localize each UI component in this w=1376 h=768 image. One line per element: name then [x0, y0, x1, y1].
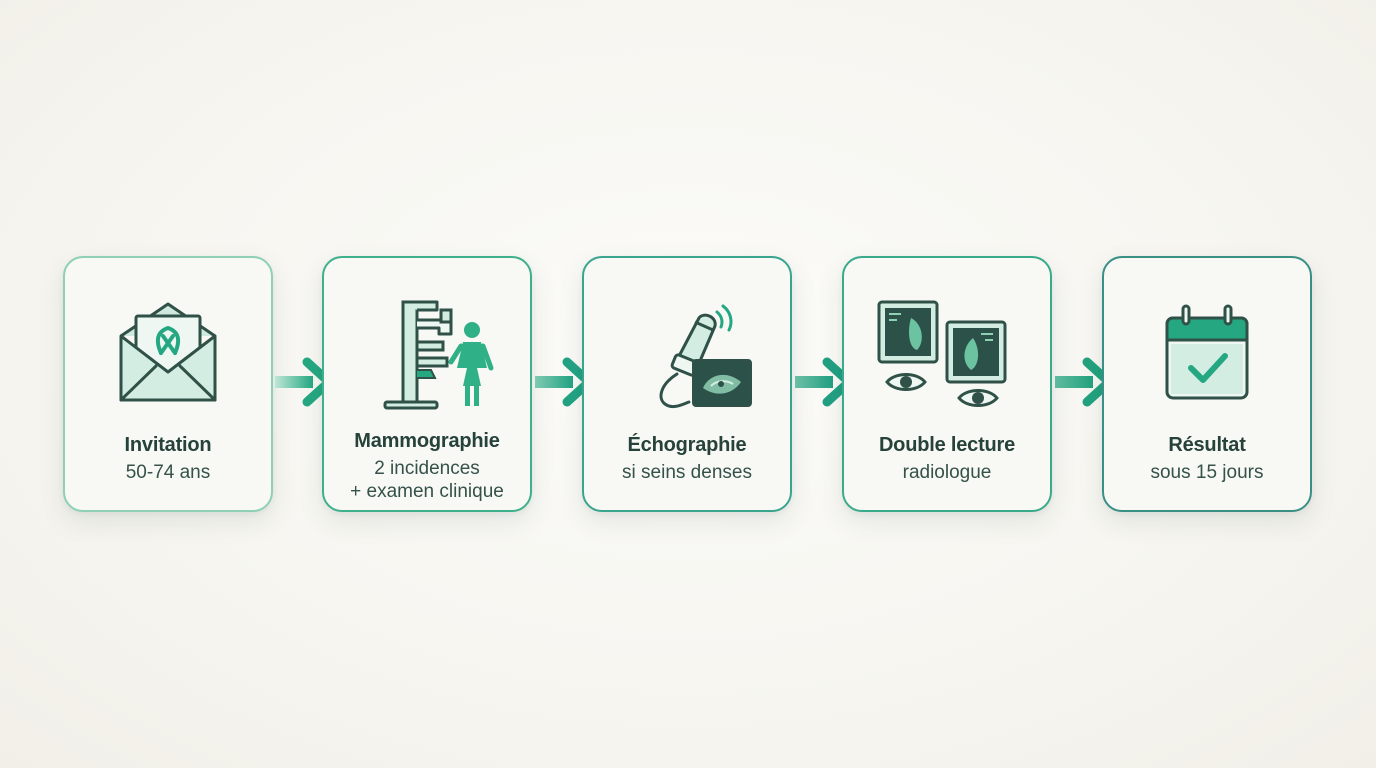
step-card-double-lecture: Double lecture radiologue	[842, 256, 1052, 512]
step-title: Double lecture	[878, 434, 1016, 456]
step-card-echographie: Échographie si seins denses	[582, 256, 792, 512]
calendar-check-icon	[1137, 298, 1277, 418]
step-detail-extra: + examen clinique	[350, 481, 504, 502]
mammography-machine-icon	[357, 298, 497, 418]
step-card-invitation: Invitation 50-74 ans	[63, 256, 273, 512]
step-title: Mammographie	[354, 430, 500, 452]
step-title: Résultat	[1168, 434, 1246, 456]
step-detail: 50-74 ans	[125, 462, 211, 483]
step-detail: sous 15 jours	[1150, 462, 1264, 483]
step-card-mammographie: Mammographie 2 incidences + examen clini…	[322, 256, 532, 512]
step-detail: si seins denses	[622, 462, 752, 483]
double-reading-icon	[877, 298, 1017, 418]
step-title: Échographie	[627, 434, 747, 456]
ultrasound-probe-icon	[617, 298, 757, 418]
envelope-ribbon-icon	[98, 298, 238, 418]
step-detail: radiologue	[902, 462, 992, 483]
step-detail: 2 incidences	[374, 458, 480, 479]
step-card-resultat: Résultat sous 15 jours	[1102, 256, 1312, 512]
step-title: Invitation	[124, 434, 212, 456]
